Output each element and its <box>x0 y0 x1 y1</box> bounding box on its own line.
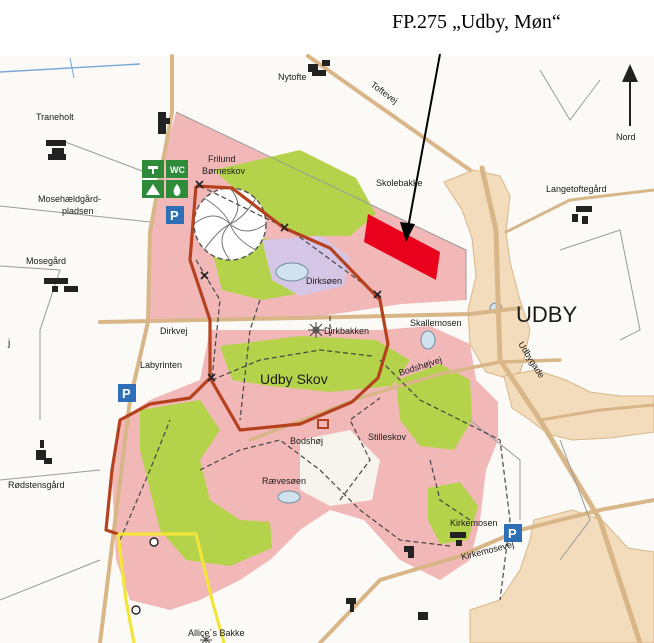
label-nytofte: Nytofte <box>278 72 307 82</box>
meadow-southeast <box>428 482 478 544</box>
road-west <box>98 54 174 643</box>
trail-yellow <box>116 532 226 643</box>
label-edge-j: j <box>7 338 10 349</box>
highlight-area <box>364 214 440 280</box>
village-area <box>443 169 531 379</box>
viewpoint-icon <box>200 635 212 643</box>
road-east <box>538 403 654 422</box>
label-rodstensgard: Rødstensgård <box>8 480 65 490</box>
wc-label: WC <box>170 165 185 175</box>
meadow-southwest <box>140 400 272 566</box>
label-udbyskov: Udby Skov <box>260 371 328 387</box>
road-dirkvej <box>98 306 522 324</box>
meadow-north <box>214 150 376 236</box>
label-raevesoen: Rævesøen <box>262 476 306 486</box>
lake-skallemosen <box>420 330 436 350</box>
labyrinth-spokes <box>193 187 267 261</box>
trail-marker <box>149 537 159 547</box>
label-stilleskov: Stilleskov <box>368 432 407 442</box>
boundary-blue-line <box>0 63 141 73</box>
trail-red <box>104 184 390 536</box>
clearing-south <box>300 430 380 506</box>
label-skallemosen: Skallemosen <box>410 318 462 328</box>
lilac-patch <box>262 236 350 296</box>
parking-label: P <box>122 386 131 401</box>
parking-signs <box>118 206 522 542</box>
parking-icon <box>504 524 522 542</box>
label-allicesbakke: Allice´s Bakke <box>188 628 245 638</box>
lake-raevesoen <box>277 490 301 504</box>
label-bodshoj: Bodshøj <box>290 436 323 446</box>
label-dirksoen: Dirksøen <box>306 276 342 286</box>
trail-crossings <box>195 180 382 382</box>
label-dirkbakken: Dirkbakken <box>324 326 369 336</box>
wc-icon <box>166 160 188 178</box>
annotation-arrow <box>400 53 441 242</box>
facility-icons <box>142 160 188 198</box>
meadow-south <box>220 336 410 392</box>
label-frilund: Frilund <box>208 154 236 164</box>
viewpoint-icon <box>308 322 324 338</box>
trail-marker <box>131 605 141 615</box>
label-mosehaeldgard-2: pladsen <box>62 206 94 216</box>
label-borneskov: Børneskov <box>202 166 246 176</box>
north-arrow-icon <box>622 64 638 126</box>
parking-icon <box>118 384 136 402</box>
road-kirkemosevej <box>318 498 654 643</box>
label-mosehaeldgard: Mosehældgård- <box>38 194 101 204</box>
parking-icon <box>166 206 184 224</box>
label-langetoftegard: Langetoftegård <box>546 184 607 194</box>
compass-label: Nord <box>616 132 636 142</box>
label-skolebakke: Skolebakke <box>376 178 423 188</box>
lake-dirksoen <box>275 262 309 282</box>
roads <box>98 54 654 643</box>
road-udbygade <box>479 165 643 643</box>
annotation-title: FP.275 „Udby, Møn“ <box>392 11 561 33</box>
road-langetofte <box>504 188 654 234</box>
label-traneholt: Traneholt <box>36 112 74 122</box>
bodshoj-building <box>317 419 329 429</box>
label-labyrinten: Labyrinten <box>140 360 182 370</box>
road-toftevej <box>306 54 472 172</box>
parking-label: P <box>170 208 179 223</box>
parking-label: P <box>508 526 517 541</box>
boundary-blue-line-2 <box>69 57 75 79</box>
label-kirkemosen: Kirkemosen <box>450 518 498 528</box>
town-label: UDBY <box>516 302 577 327</box>
field-boundaries <box>0 69 641 601</box>
label-mosegard: Mosegård <box>26 256 66 266</box>
label-dirkvej: Dirkvej <box>160 326 188 336</box>
road-bodshojvej <box>248 358 562 442</box>
buildings <box>36 60 592 620</box>
